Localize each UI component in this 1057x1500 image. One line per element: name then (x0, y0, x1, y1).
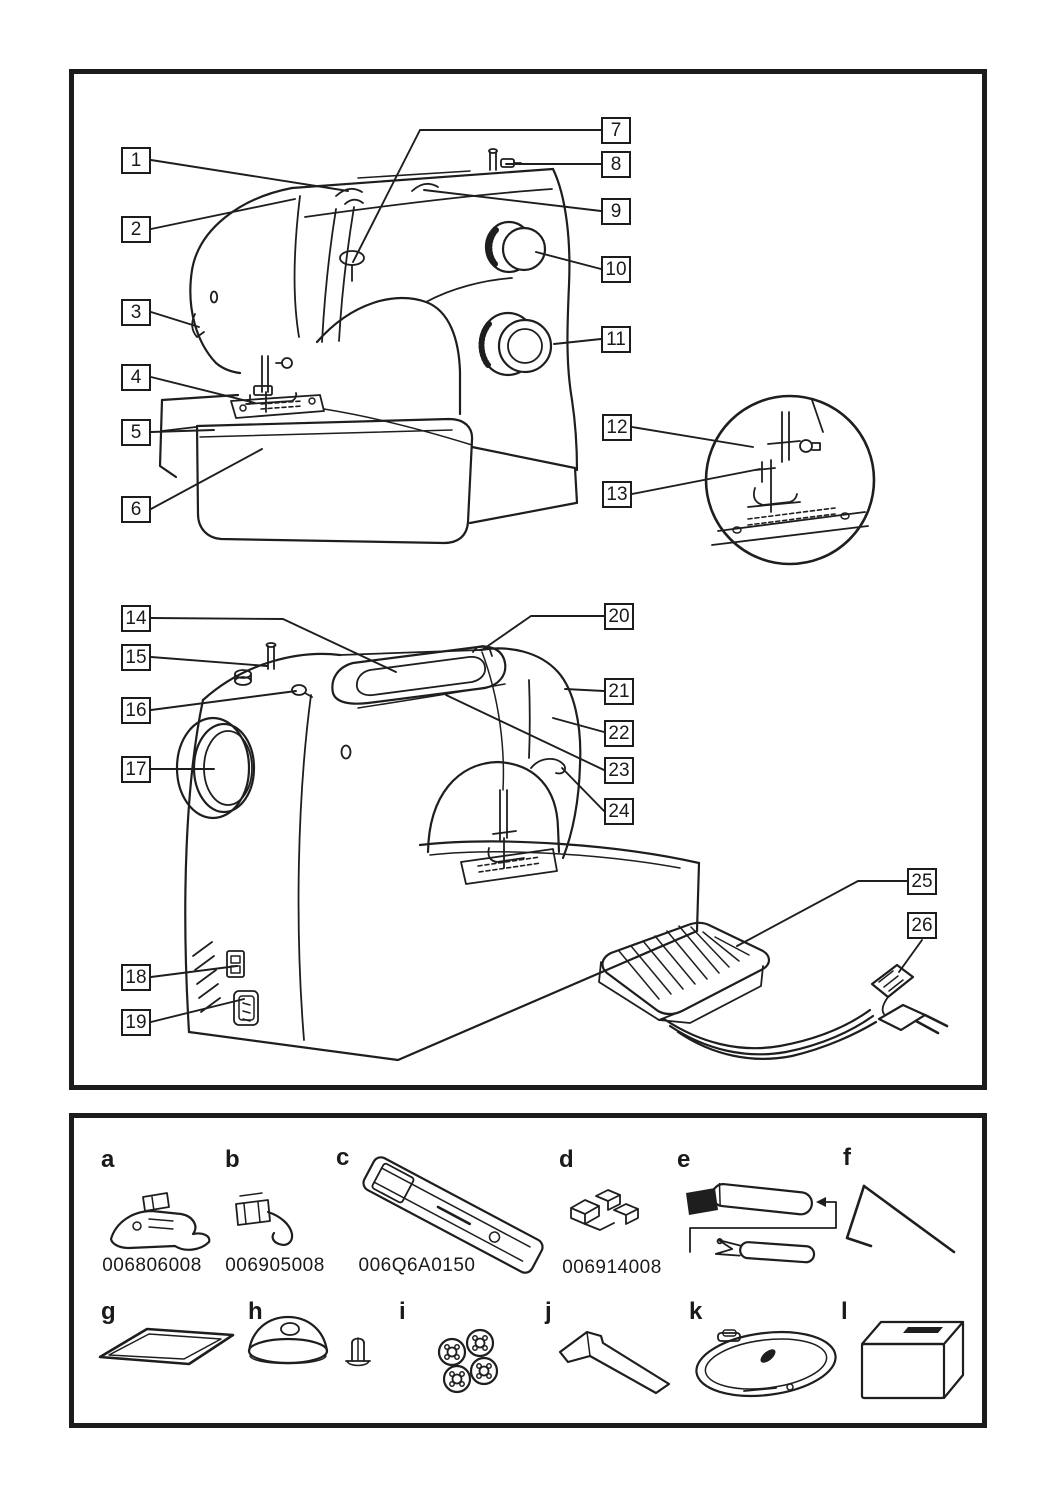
callout-15: 15 (121, 644, 151, 671)
accessory-letter-a: a (101, 1146, 115, 1173)
callout-21: 21 (604, 678, 634, 705)
callout-24: 24 (604, 798, 634, 825)
accessory-letter-l: l (841, 1298, 848, 1325)
callout-20: 20 (604, 603, 634, 630)
callout-23: 23 (604, 757, 634, 784)
accessory-letter-f: f (843, 1144, 851, 1171)
part-number-c: 006Q6A0150 (358, 1255, 476, 1276)
callout-5: 5 (121, 419, 151, 446)
part-number-b: 006905008 (225, 1255, 325, 1276)
callout-8: 8 (601, 151, 631, 178)
accessory-letter-h: h (248, 1298, 263, 1325)
callout-9: 9 (601, 198, 631, 225)
callout-18: 18 (121, 964, 151, 991)
callout-17: 17 (121, 756, 151, 783)
accessory-letter-g: g (101, 1298, 116, 1325)
callout-11: 11 (601, 326, 631, 353)
callout-22: 22 (604, 720, 634, 747)
accessory-letter-k: k (689, 1298, 703, 1325)
callout-10: 10 (601, 256, 631, 283)
accessory-letter-c: c (336, 1144, 350, 1171)
accessory-letter-b: b (225, 1146, 240, 1173)
part-number-a: 006806008 (102, 1255, 202, 1276)
accessory-letter-e: e (677, 1146, 691, 1173)
accessory-letter-i: i (399, 1298, 406, 1325)
callout-2: 2 (121, 216, 151, 243)
callout-6: 6 (121, 496, 151, 523)
machine-diagram-frame (69, 69, 987, 1090)
callout-1: 1 (121, 147, 151, 174)
callout-25: 25 (907, 868, 937, 895)
callout-12: 12 (602, 414, 632, 441)
callout-19: 19 (121, 1009, 151, 1036)
callout-14: 14 (121, 605, 151, 632)
callout-7: 7 (601, 117, 631, 144)
accessory-letter-d: d (559, 1146, 574, 1173)
part-number-d: 006914008 (562, 1257, 662, 1278)
callout-13: 13 (602, 481, 632, 508)
callout-4: 4 (121, 364, 151, 391)
accessory-letter-j: j (545, 1298, 552, 1325)
callout-16: 16 (121, 697, 151, 724)
callout-3: 3 (121, 299, 151, 326)
callout-26: 26 (907, 912, 937, 939)
